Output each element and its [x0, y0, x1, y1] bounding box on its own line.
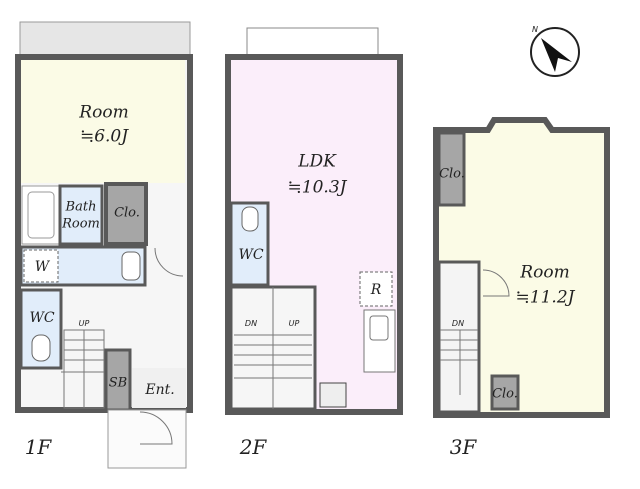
- room-label-1f: Room: [79, 102, 129, 123]
- closet-1f: [104, 182, 148, 246]
- door-icon: [482, 269, 510, 297]
- bath-label-1: Bath: [65, 199, 97, 215]
- sink-basin: [369, 315, 389, 341]
- shoe-box-label: SB: [108, 375, 128, 391]
- closet-label-1f: Clo.: [114, 205, 140, 221]
- closet-small-label-3f: Clo.: [492, 386, 518, 402]
- toilet-1f: [31, 334, 51, 362]
- floor-1f-drawing: [15, 21, 193, 469]
- entrance-door-icon: [139, 411, 173, 445]
- compass-icon: [530, 27, 580, 77]
- porch: [107, 409, 187, 469]
- floor-label-2f: 2F: [239, 435, 267, 459]
- stairs-up-label-1f: UP: [78, 319, 90, 328]
- bathroom: [58, 184, 104, 246]
- room-1f: [21, 60, 185, 183]
- closet-label-3f: Clo.: [439, 166, 465, 182]
- stairs-dn-label-3f: DN: [451, 319, 465, 328]
- entrance: [132, 368, 186, 408]
- compass-north-label: N: [532, 25, 538, 34]
- stairs-dn-label-2f: DN: [244, 319, 258, 328]
- closet-small-3f: [490, 374, 520, 411]
- stairs-up-label-2f: UP: [288, 319, 300, 328]
- floor-label-1f: 1F: [24, 435, 52, 459]
- fridge-label: R: [370, 282, 382, 298]
- stairs-2f: [229, 285, 317, 411]
- sink-1f: [121, 251, 141, 281]
- wc-label-1f: WC: [29, 310, 55, 326]
- balcony-2f: [246, 27, 379, 59]
- room-size-3f: ≒11.2J: [515, 287, 575, 308]
- ldk-size: ≒10.3J: [287, 177, 347, 198]
- stove-icon: [319, 382, 347, 408]
- ldk-label: LDK: [298, 151, 336, 172]
- fridge-space: [359, 271, 393, 307]
- washer-label: W: [34, 259, 50, 275]
- balcony: [19, 21, 191, 59]
- stair-lines-3f: [440, 329, 478, 395]
- floor-label-3f: 3F: [449, 435, 477, 459]
- entrance-label: Ent.: [145, 382, 175, 398]
- wc-label-2f: WC: [238, 247, 264, 263]
- room-size-1f: ≒6.0J: [79, 126, 129, 147]
- room-label-3f: Room: [520, 262, 570, 283]
- bath-label-2: Room: [62, 216, 100, 232]
- bathtub-basin: [27, 191, 55, 239]
- stairs-1f: [61, 329, 105, 409]
- closet-3f: [437, 131, 466, 207]
- door-icon: [154, 247, 184, 277]
- stairs-3f: [437, 260, 481, 414]
- floor-3f-drawing: [433, 117, 610, 418]
- toilet-2f: [241, 206, 259, 232]
- washer-space: [23, 249, 59, 283]
- floor-2f-drawing: [225, 27, 403, 415]
- wc-2f: [229, 201, 270, 287]
